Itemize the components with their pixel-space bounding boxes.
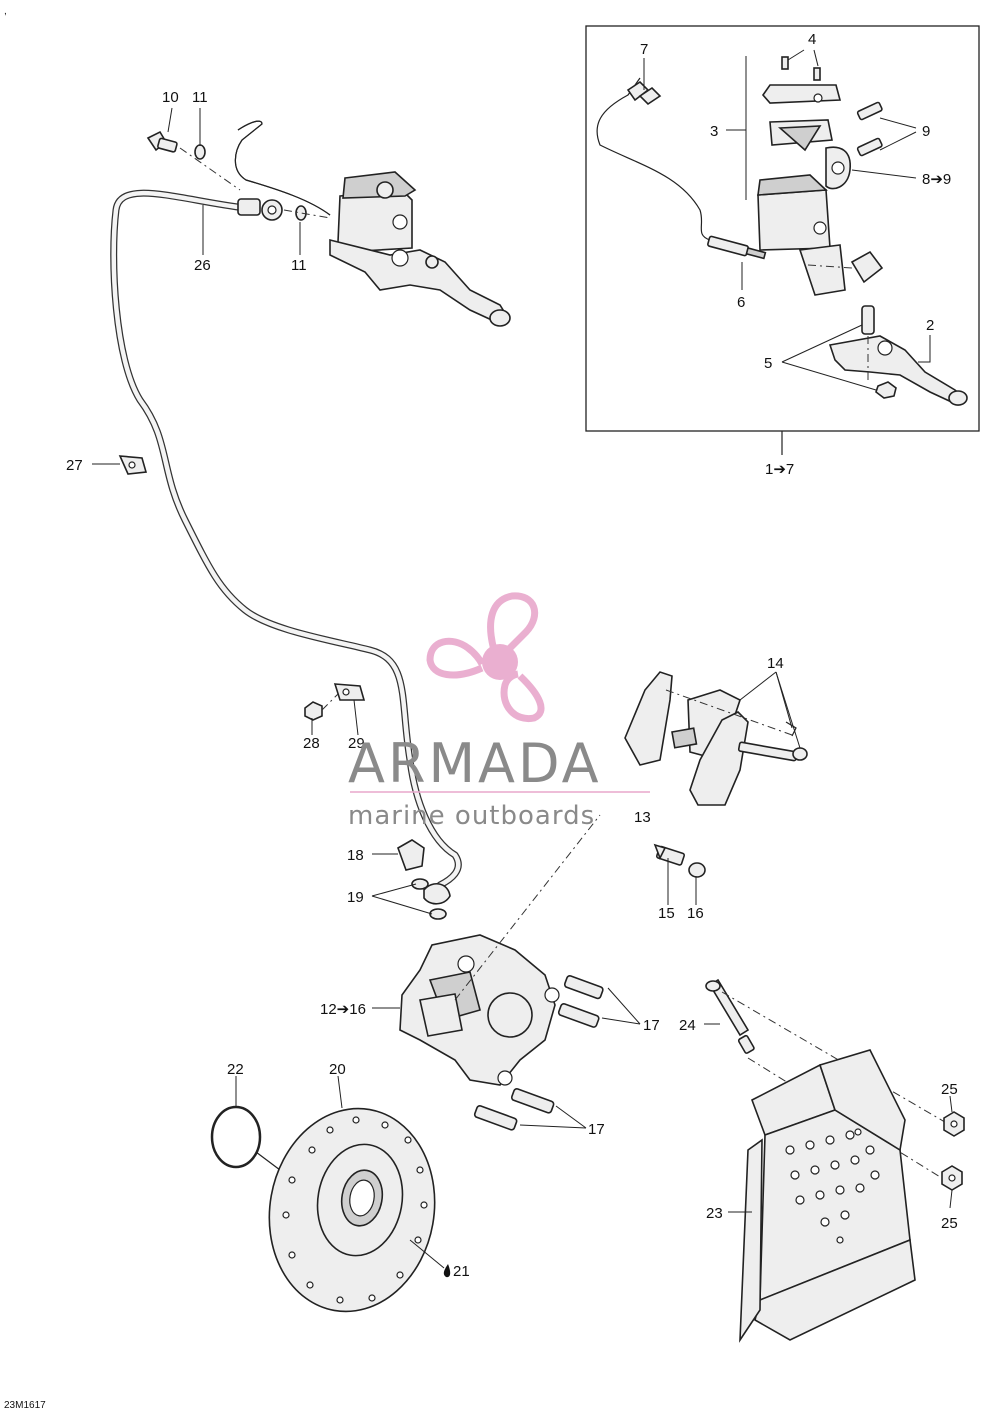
hose-clip-27 (118, 455, 148, 475)
washer-19-b (429, 908, 447, 920)
callout-5: 5 (764, 355, 772, 372)
nut-28 (304, 701, 323, 721)
callout-25-lower: 25 (941, 1215, 958, 1232)
brake-disc-20 (268, 1107, 436, 1313)
callout-4: 4 (808, 31, 816, 48)
bleeder-15 (653, 843, 686, 866)
oil-drop-icon (443, 1264, 451, 1278)
bolts-17-lower (473, 1088, 555, 1131)
corner-mark: , (4, 6, 7, 17)
washer-19-a (411, 878, 429, 890)
callout-20: 20 (329, 1061, 346, 1078)
brake-pads (624, 671, 808, 806)
washer-11-top (194, 144, 206, 160)
hose-banjo-fitting (237, 198, 283, 221)
callout-17-upper: 17 (643, 1017, 660, 1034)
callout-1-7: 1➔7 (765, 461, 794, 478)
banjo-bolt-10 (146, 130, 178, 153)
brake-hose (110, 189, 462, 889)
callout-24: 24 (679, 1017, 696, 1034)
cap-16 (688, 862, 706, 878)
leader-lines (92, 49, 953, 1269)
callout-23: 23 (706, 1205, 723, 1222)
callout-26: 26 (194, 257, 211, 274)
callout-29: 29 (348, 735, 365, 752)
callout-19: 19 (347, 889, 364, 906)
callout-16: 16 (687, 905, 704, 922)
callout-14: 14 (767, 655, 784, 672)
armada-logo-icon (426, 592, 545, 723)
callout-21: 21 (453, 1263, 470, 1280)
callout-11-bottom: 11 (291, 257, 307, 274)
callout-22: 22 (227, 1061, 244, 1078)
callout-10: 10 (162, 89, 179, 106)
diagram-code: 23M1617 (4, 1400, 46, 1411)
callout-7: 7 (640, 41, 648, 58)
callout-17-lower: 17 (588, 1121, 605, 1138)
callout-15: 15 (658, 905, 675, 922)
watermark-tagline: marine outboards (348, 801, 595, 831)
callout-2: 2 (926, 317, 934, 334)
callout-18: 18 (347, 847, 364, 864)
callout-9: 9 (922, 123, 930, 140)
callout-12-16: 12➔16 (320, 1001, 366, 1018)
callout-8-9: 8➔9 (922, 171, 951, 188)
callout-3: 3 (710, 123, 718, 140)
callout-11-top: 11 (192, 89, 208, 106)
master-cylinder-main (234, 120, 511, 327)
clip-29 (333, 683, 366, 701)
callout-27: 27 (66, 457, 83, 474)
nut-25-upper (943, 1111, 965, 1137)
nut-25-lower (941, 1165, 963, 1191)
callout-28: 28 (303, 735, 320, 752)
washer-11-bottom (295, 205, 307, 221)
banjo-bolt-18 (397, 839, 425, 871)
watermark-brand: ARMADA (348, 732, 602, 795)
inset-master-cylinder (596, 56, 968, 406)
callout-13: 13 (634, 809, 651, 826)
callout-25-upper: 25 (941, 1081, 958, 1098)
callout-6: 6 (737, 294, 745, 311)
o-ring-22 (210, 1105, 262, 1169)
pin-24 (705, 978, 755, 1054)
caliper-assembly (399, 934, 560, 1086)
guard-23 (739, 1049, 916, 1343)
bolts-17-upper (557, 975, 604, 1028)
